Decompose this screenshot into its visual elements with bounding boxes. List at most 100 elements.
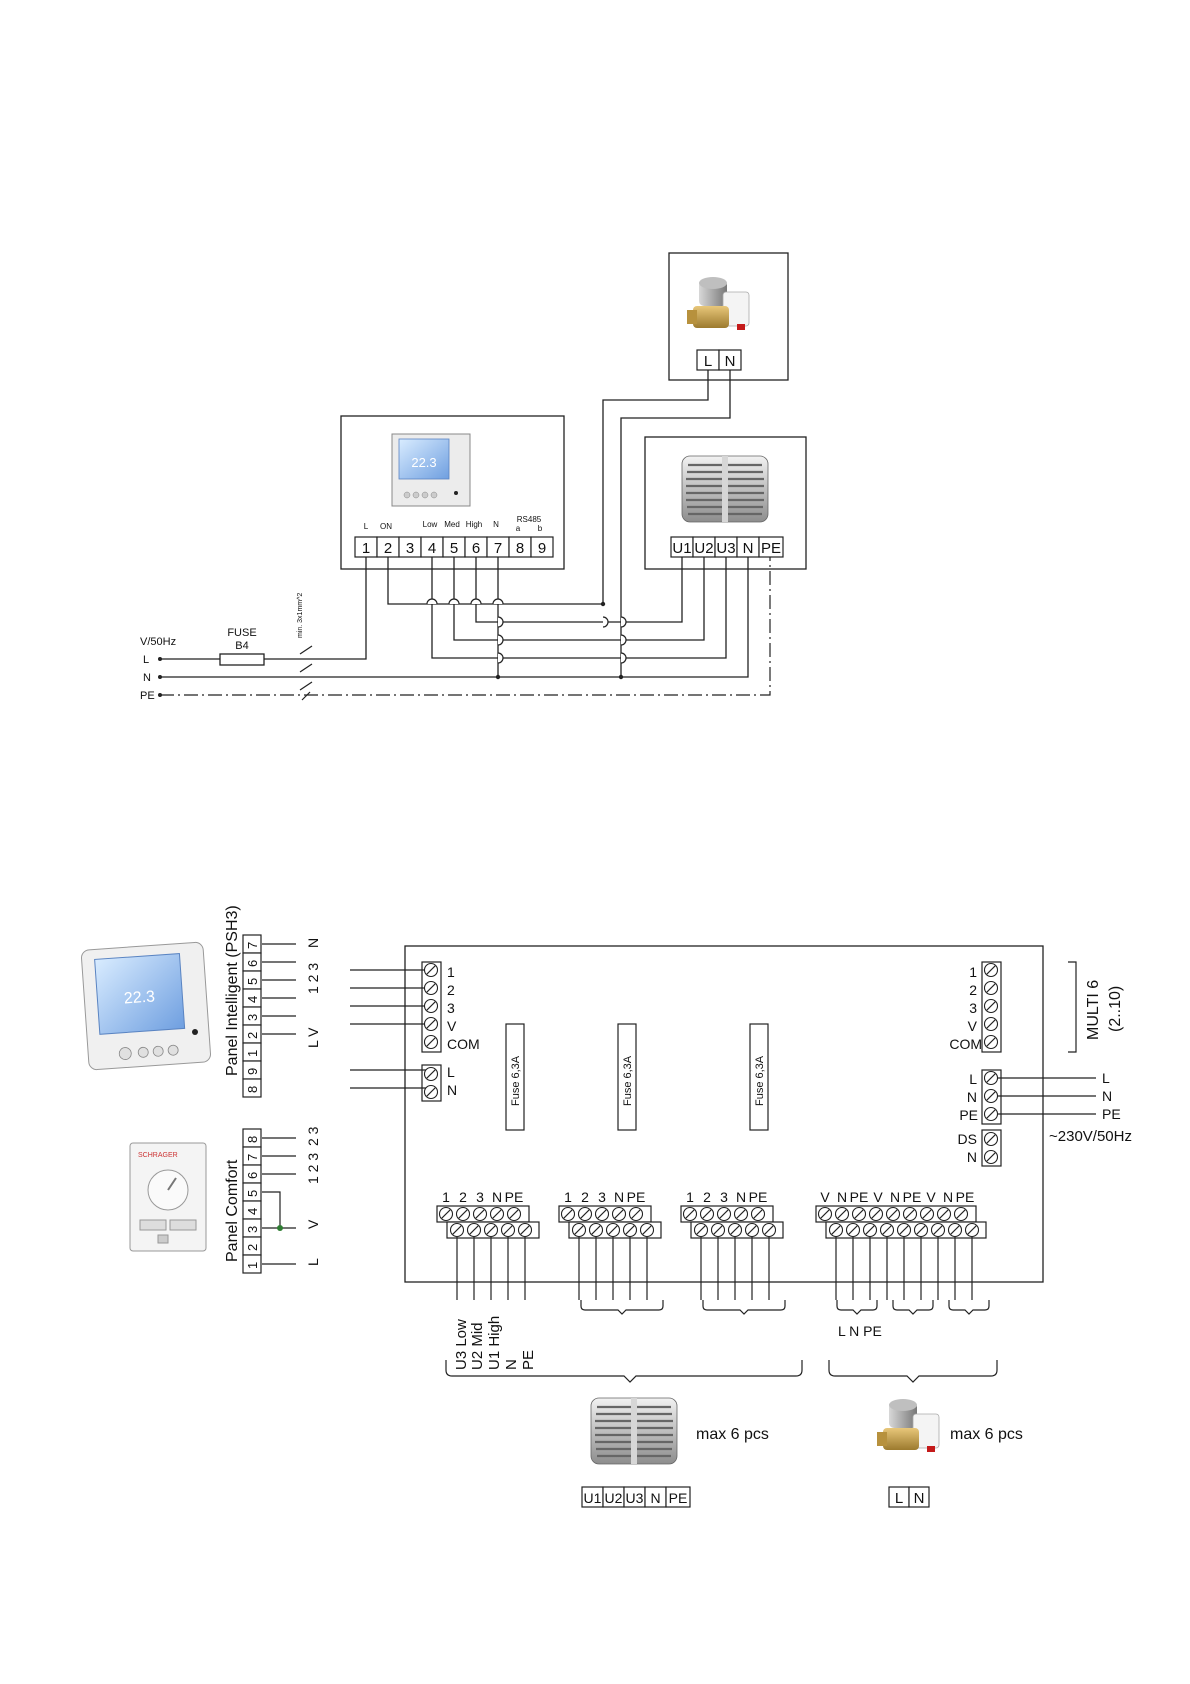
panel-intelligent-terminal: 2 xyxy=(245,1032,260,1039)
controller-terminal: 7 xyxy=(494,540,502,557)
valve-group-header: V xyxy=(873,1189,883,1205)
screw-terminal xyxy=(489,1206,505,1222)
controller-terminal: 1 xyxy=(362,540,370,557)
heater-unit-terminal: U2 xyxy=(605,1490,623,1506)
valve-terminal-block: L N xyxy=(696,349,742,371)
controller-terminal: 8 xyxy=(516,540,524,557)
panel-comfort-title: Panel Comfort xyxy=(224,1159,241,1262)
screw-terminal xyxy=(710,1222,726,1238)
screw-terminal xyxy=(953,1206,969,1222)
panel-intelligent-title: Panel Intelligent (PSH3) xyxy=(224,905,241,1076)
group-braces xyxy=(445,1300,998,1383)
svg-text:L: L xyxy=(364,522,369,531)
heater-group-header: 1 xyxy=(686,1189,694,1205)
screw-terminal xyxy=(817,1206,833,1222)
panel-intelligent-terminal: 8 xyxy=(245,1086,260,1093)
svg-text:PE: PE xyxy=(959,1107,978,1123)
screw-terminal xyxy=(733,1206,749,1222)
fuse xyxy=(219,653,265,666)
panel-comfort-terminal: 4 xyxy=(245,1208,260,1215)
screw-terminal xyxy=(594,1206,610,1222)
heater-unit-terminal: U1 xyxy=(584,1490,602,1506)
controller-terminal: 4 xyxy=(428,540,436,557)
screw-terminal xyxy=(571,1222,587,1238)
screw-terminal xyxy=(466,1222,482,1238)
svg-text:N: N xyxy=(493,520,499,529)
fuse-3: Fuse 6,3A xyxy=(754,1055,766,1106)
valve-output-labels: L N PE xyxy=(838,1323,882,1339)
svg-text:L: L xyxy=(1102,1070,1110,1086)
controller-terminal: 9 xyxy=(538,540,546,557)
valve-max: max 6 pcs xyxy=(950,1426,1023,1443)
svg-text:PE: PE xyxy=(1102,1106,1121,1122)
heater-group-header: N xyxy=(736,1189,746,1205)
svg-text:L: L xyxy=(447,1064,455,1080)
screw-terminal xyxy=(682,1206,698,1222)
screw-terminal xyxy=(423,962,439,978)
svg-text:N: N xyxy=(305,938,321,948)
heater-group-header: 1 xyxy=(442,1189,450,1205)
screw-terminal xyxy=(506,1206,522,1222)
heater-group-header: N xyxy=(614,1189,624,1205)
screw-terminal xyxy=(727,1222,743,1238)
valve-unit-image xyxy=(876,1398,940,1453)
heater-terminal: PE xyxy=(761,540,781,557)
valve-group-header: N xyxy=(943,1189,953,1205)
panel-intelligent-terminal: 4 xyxy=(245,996,260,1003)
screw-terminal xyxy=(862,1222,878,1238)
screw-terminal xyxy=(693,1222,709,1238)
screw-terminal xyxy=(913,1222,929,1238)
heater-terminal: U2 xyxy=(694,540,713,557)
valve-group-header: N xyxy=(890,1189,900,1205)
valve-group-header: PE xyxy=(903,1189,922,1205)
svg-text:U2 Mid: U2 Mid xyxy=(469,1322,486,1370)
svg-text:ON: ON xyxy=(380,522,392,531)
panel-comfort-terminal: 3 xyxy=(245,1226,260,1233)
valve-group-header: V xyxy=(926,1189,936,1205)
screw-terminal xyxy=(699,1206,715,1222)
svg-text:L: L xyxy=(969,1071,977,1087)
svg-text:V: V xyxy=(968,1018,978,1034)
valve-group-header: PE xyxy=(850,1189,869,1205)
svg-text:2 3: 2 3 xyxy=(305,1126,321,1146)
svg-text:1: 1 xyxy=(447,964,455,980)
screw-terminal xyxy=(930,1222,946,1238)
heater-max: max 6 pcs xyxy=(696,1426,769,1443)
controller-terminal-labels: L ON Low Med High N RS485 a b xyxy=(364,515,543,533)
svg-text:2: 2 xyxy=(447,982,455,998)
svg-text:a: a xyxy=(516,524,521,533)
screw-terminal xyxy=(828,1222,844,1238)
valve-group-header: N xyxy=(837,1189,847,1205)
heater-group-header: PE xyxy=(627,1189,646,1205)
svg-text:V: V xyxy=(305,1219,321,1229)
screw-terminal xyxy=(983,1088,999,1104)
heater-unit-terminal: N xyxy=(650,1490,660,1506)
heater-terminal: U3 xyxy=(716,540,735,557)
panel-intelligent-terminal: 9 xyxy=(245,1068,260,1075)
panel-comfort-terminal: 1 xyxy=(245,1262,260,1269)
panel-wires xyxy=(262,943,296,1265)
screw-terminal xyxy=(472,1206,488,1222)
cable-spec: min. 3x1mm^2 xyxy=(297,593,304,638)
svg-text:COM: COM xyxy=(949,1036,982,1052)
svg-text:N: N xyxy=(914,1490,925,1507)
screw-terminal xyxy=(834,1206,850,1222)
screw-terminal xyxy=(983,980,999,996)
svg-text:1 2 3: 1 2 3 xyxy=(305,963,321,994)
screw-terminal xyxy=(628,1206,644,1222)
fuse-label: FUSE xyxy=(227,627,256,639)
screw-terminal xyxy=(750,1206,766,1222)
screw-terminal xyxy=(983,1070,999,1086)
svg-text:L: L xyxy=(895,1490,903,1507)
screw-terminal xyxy=(964,1222,980,1238)
panel-intelligent-image: 22.3 xyxy=(81,941,211,1071)
line-label-n: N xyxy=(143,672,151,684)
svg-text:COM: COM xyxy=(447,1036,480,1052)
panel-intelligent-labels: N 1 2 3 L V xyxy=(305,938,321,1048)
screw-terminal xyxy=(449,1222,465,1238)
